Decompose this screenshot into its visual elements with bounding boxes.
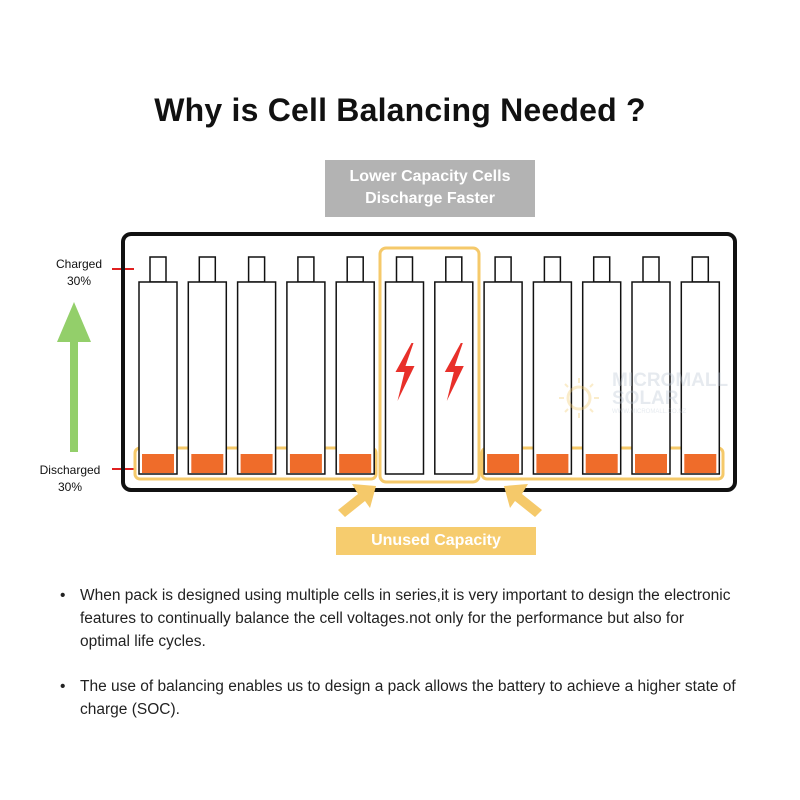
unused-capacity-fill	[684, 454, 717, 473]
lightning-bolt-icon	[444, 343, 464, 401]
cell-body	[138, 281, 178, 475]
discharged-label: Discharged 30%	[30, 462, 110, 496]
cell-terminal	[149, 256, 167, 283]
cell-body	[532, 281, 573, 475]
battery-cell	[434, 256, 474, 475]
unused-capacity-fill	[142, 454, 174, 473]
battery-cell	[335, 256, 375, 475]
cell-body	[631, 281, 671, 475]
unused-capacity-fill	[339, 454, 372, 473]
charged-label: Charged 30%	[48, 256, 110, 290]
cell-terminal	[494, 256, 512, 283]
page-title: Why is Cell Balancing Needed ?	[154, 92, 646, 128]
cell-terminal	[592, 256, 611, 283]
cell-terminal	[346, 256, 364, 283]
battery-cell	[631, 256, 671, 475]
battery-cell	[187, 256, 228, 475]
battery-cell	[532, 256, 573, 475]
explanation-list: When pack is designed using multiple cel…	[58, 584, 738, 743]
pointer-arrow-right	[504, 484, 542, 517]
lower-capacity-callout: Lower Capacity Cells Discharge Faster	[325, 160, 535, 217]
cell-terminal	[691, 256, 710, 283]
discharged-label-text: Discharged	[39, 463, 101, 477]
cell-terminal	[642, 256, 660, 283]
lower-capacity-callout-line2: Discharge Faster	[365, 190, 495, 207]
charge-arrow-head	[57, 302, 91, 342]
cell-body	[581, 281, 622, 475]
unused-capacity-fill	[487, 454, 520, 473]
unused-capacity-fill	[536, 454, 569, 473]
watermark-sun-icon	[559, 378, 599, 418]
lower-capacity-callout-line1: Lower Capacity Cells	[349, 168, 511, 185]
unused-capacity-fill	[585, 454, 618, 473]
charge-arrow-shaft	[70, 338, 78, 452]
cell-body	[236, 281, 277, 475]
cell-body	[483, 281, 523, 475]
cell-body	[286, 281, 326, 475]
cell-array	[138, 256, 721, 475]
unused-capacity-label: Unused Capacity	[336, 527, 536, 555]
watermark: MICROMALL SOLAR WWW.MICROMALL.CO.NZ	[552, 370, 732, 432]
cell-body	[680, 281, 721, 475]
battery-cell	[138, 256, 178, 475]
unused-capacity-fill	[240, 454, 273, 473]
battery-cell	[680, 256, 721, 475]
cell-body	[335, 281, 375, 475]
battery-cell	[286, 256, 326, 475]
explanation-bullet: When pack is designed using multiple cel…	[58, 584, 738, 653]
cell-terminal	[445, 256, 463, 283]
unused-capacity-fill	[191, 454, 224, 473]
battery-cell	[581, 256, 622, 475]
cell-terminal	[395, 256, 414, 283]
explanation-bullet: The use of balancing enables us to desig…	[58, 675, 738, 721]
battery-cell	[236, 256, 277, 475]
low-capacity-cells-highlight	[378, 246, 481, 484]
lightning-bolt-icon	[395, 343, 415, 401]
discharged-label-percent: 30%	[57, 480, 83, 494]
cell-terminal	[198, 256, 217, 283]
cell-terminal	[297, 256, 315, 283]
charged-label-text: Charged	[55, 257, 103, 271]
watermark-line2: SOLAR	[612, 388, 679, 409]
cell-body	[384, 281, 425, 475]
battery-cell	[483, 256, 523, 475]
charged-label-percent: 30%	[66, 274, 92, 288]
unused-capacity-fill	[635, 454, 667, 473]
watermark-text: MICROMALL SOLAR WWW.MICROMALL.CO.NZ	[612, 370, 729, 416]
unused-capacity-fill	[289, 454, 322, 473]
battery-pack-outline	[121, 232, 737, 492]
watermark-line1: MICROMALL	[612, 370, 729, 391]
pointer-arrow-left	[338, 484, 376, 517]
cell-body	[187, 281, 228, 475]
battery-cell	[384, 256, 425, 475]
cell-terminal	[247, 256, 266, 283]
cell-terminal	[543, 256, 562, 283]
watermark-line3: WWW.MICROMALL.CO.NZ	[612, 409, 687, 415]
